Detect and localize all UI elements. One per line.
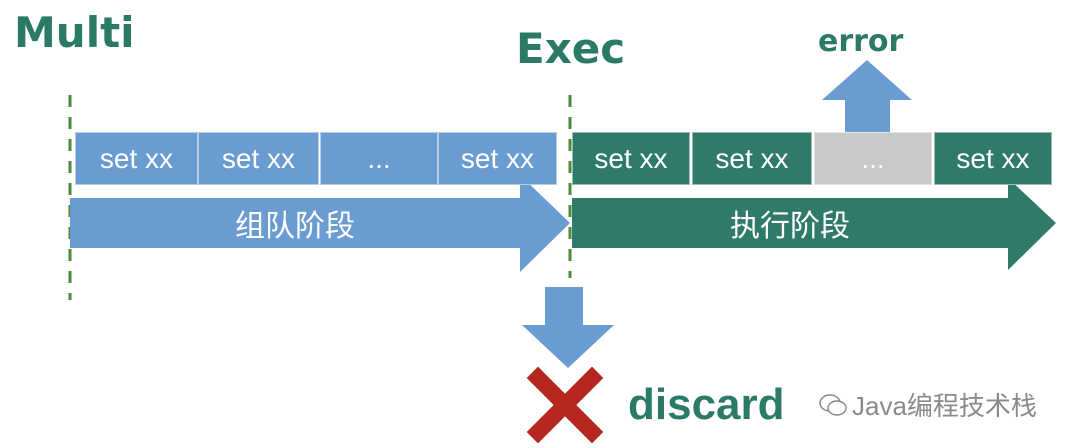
queued-command: set xx (75, 132, 198, 185)
multi-label: Multi (14, 8, 135, 57)
exec-phase-label: 执行阶段 (730, 209, 850, 244)
queue-phase-label: 组队阶段 (235, 209, 355, 244)
wechat-icon (819, 393, 847, 416)
red-x-icon (526, 366, 604, 444)
executed-command: set xx (572, 132, 690, 185)
queue-phase-arrow (70, 175, 570, 272)
queued-command: set xx (438, 132, 557, 185)
executed-command: set xx (692, 132, 812, 185)
watermark: Java编程技术栈 (818, 386, 1037, 423)
queued-command: set xx (198, 132, 319, 185)
queued-command: ... (320, 132, 438, 185)
discard-label: discard (628, 380, 785, 429)
error-up-arrow (822, 60, 912, 132)
failed-command: ... (814, 132, 932, 185)
watermark-text: Java编程技术栈 (852, 391, 1037, 421)
error-label: error (818, 24, 904, 59)
discard-down-arrow (522, 287, 614, 368)
exec-phase-arrow (572, 178, 1056, 270)
executed-command: set xx (934, 132, 1052, 185)
exec-label: Exec (516, 24, 626, 73)
